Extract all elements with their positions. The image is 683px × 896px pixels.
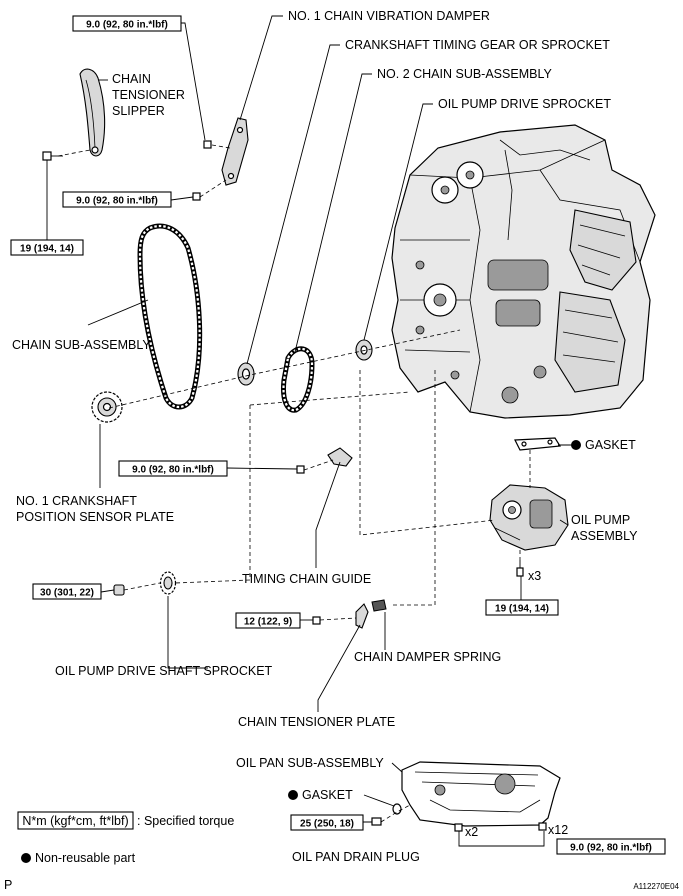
no2-chain-part bbox=[281, 346, 315, 413]
drive-shaft-nut-part bbox=[113, 584, 125, 596]
chain-tensioner-plate-part bbox=[355, 603, 369, 629]
label-gasket-top: GASKET bbox=[585, 438, 636, 452]
label-vibration-damper: NO. 1 CHAIN VIBRATION DAMPER bbox=[288, 9, 490, 23]
oil-pump-assembly-part bbox=[489, 484, 569, 551]
legend-torque-desc: : Specified torque bbox=[137, 814, 234, 828]
torque-box-oil-pump: 19 (194, 14) bbox=[485, 599, 559, 616]
torque-box-oil-pan: 9.0 (92, 80 in.*lbf) bbox=[556, 838, 666, 855]
torque-value: 9.0 (92, 80 in.*lbf) bbox=[86, 20, 168, 31]
label-chain-damper-spring: CHAIN DAMPER SPRING bbox=[354, 650, 501, 664]
chain-sub-assembly-part bbox=[137, 223, 203, 410]
label-sensor-plate-line2: POSITION SENSOR PLATE bbox=[16, 510, 174, 524]
vibration-damper-part bbox=[221, 117, 249, 186]
legend-non-reusable-text: Non-reusable part bbox=[35, 851, 136, 865]
torque-value: 9.0 (92, 80 in.*lbf) bbox=[132, 465, 214, 476]
torque-value: 19 (194, 14) bbox=[20, 244, 74, 255]
non-reusable-dot-icon bbox=[288, 790, 298, 800]
torque-value: 9.0 (92, 80 in.*lbf) bbox=[570, 843, 652, 854]
non-reusable-dot-icon bbox=[21, 853, 31, 863]
oil-pump-gasket-part bbox=[514, 437, 562, 451]
oil-pump-bolt-part bbox=[516, 560, 524, 577]
legend-torque-unit: N*m (kgf*cm, ft*lbf) bbox=[22, 814, 128, 828]
torque-value: 30 (301, 22) bbox=[40, 588, 94, 599]
engine-block bbox=[391, 124, 656, 419]
figure-id: A112270E04 bbox=[633, 882, 679, 891]
crank-sensor-plate-part bbox=[91, 391, 123, 423]
torque-box-damper-lower: 9.0 (92, 80 in.*lbf) bbox=[62, 191, 172, 208]
drain-plug-part bbox=[371, 817, 382, 826]
drain-plug-gasket-part bbox=[392, 803, 402, 815]
label-oil-pump-line2: ASSEMBLY bbox=[571, 529, 638, 543]
label-timing-chain-guide: TIMING CHAIN GUIDE bbox=[242, 572, 371, 586]
count-oil-pump-bolts: x3 bbox=[528, 569, 541, 583]
label-oil-pan-sub-assembly: OIL PAN SUB-ASSEMBLY bbox=[236, 756, 384, 770]
label-no2-chain: NO. 2 CHAIN SUB-ASSEMBLY bbox=[377, 67, 552, 81]
non-reusable-dot-icon bbox=[571, 440, 581, 450]
oil-pump-drive-shaft-sprocket-part bbox=[159, 571, 177, 595]
label-oil-pump-line1: OIL PUMP bbox=[571, 513, 630, 527]
torque-value: 19 (194, 14) bbox=[495, 604, 549, 615]
chain-damper-spring-part bbox=[371, 599, 387, 612]
label-oil-pump-drive-shaft-sprocket: OIL PUMP DRIVE SHAFT SPROCKET bbox=[55, 664, 273, 678]
torque-value: 12 (122, 9) bbox=[244, 617, 292, 628]
label-tensioner-slipper-line1: CHAIN bbox=[112, 72, 151, 86]
label-oil-pump-drive-sprocket: OIL PUMP DRIVE SPROCKET bbox=[438, 97, 611, 111]
crank-timing-gear-part bbox=[237, 362, 255, 386]
legend-non-reusable: Non-reusable part bbox=[21, 851, 136, 865]
label-chain-tensioner-plate: CHAIN TENSIONER PLATE bbox=[238, 715, 395, 729]
label-sensor-plate-line1: NO. 1 CRANKSHAFT bbox=[16, 494, 137, 508]
label-gasket-bottom: GASKET bbox=[302, 788, 353, 802]
torque-value: 9.0 (92, 80 in.*lbf) bbox=[76, 196, 158, 207]
leader-lines bbox=[42, 15, 578, 847]
corner-code-left: P bbox=[4, 878, 12, 892]
legend-torque: N*m (kgf*cm, ft*lbf) : Specified torque bbox=[17, 811, 234, 830]
torque-box-guide: 9.0 (92, 80 in.*lbf) bbox=[118, 460, 228, 477]
label-crank-gear: CRANKSHAFT TIMING GEAR OR SPROCKET bbox=[345, 38, 610, 52]
torque-box-tensioner-plate: 12 (122, 9) bbox=[235, 612, 301, 629]
bolts bbox=[42, 140, 547, 832]
torque-box-top: 9.0 (92, 80 in.*lbf) bbox=[72, 15, 182, 32]
torque-box-drain-plug: 25 (250, 18) bbox=[290, 814, 364, 831]
chain-tensioner-slipper-part bbox=[79, 68, 106, 157]
oil-pump-drive-sprocket-part bbox=[355, 339, 373, 361]
label-chain-sub-assembly: CHAIN SUB-ASSEMBLY bbox=[12, 338, 151, 352]
label-tensioner-slipper-line2: TENSIONER bbox=[112, 88, 185, 102]
alignment-lines bbox=[57, 144, 531, 823]
torque-box-slipper: 19 (194, 14) bbox=[10, 239, 84, 256]
count-oil-pan-nuts: x2 bbox=[465, 825, 478, 839]
torque-value: 25 (250, 18) bbox=[300, 819, 354, 830]
oil-pan-part bbox=[401, 761, 561, 827]
count-oil-pan-bolts: x12 bbox=[548, 823, 568, 837]
timing-chain-guide-part bbox=[327, 447, 353, 467]
label-tensioner-slipper-line3: SLIPPER bbox=[112, 104, 165, 118]
label-oil-pan-drain-plug: OIL PAN DRAIN PLUG bbox=[292, 850, 420, 864]
torque-box-drive-shaft: 30 (301, 22) bbox=[32, 583, 102, 600]
